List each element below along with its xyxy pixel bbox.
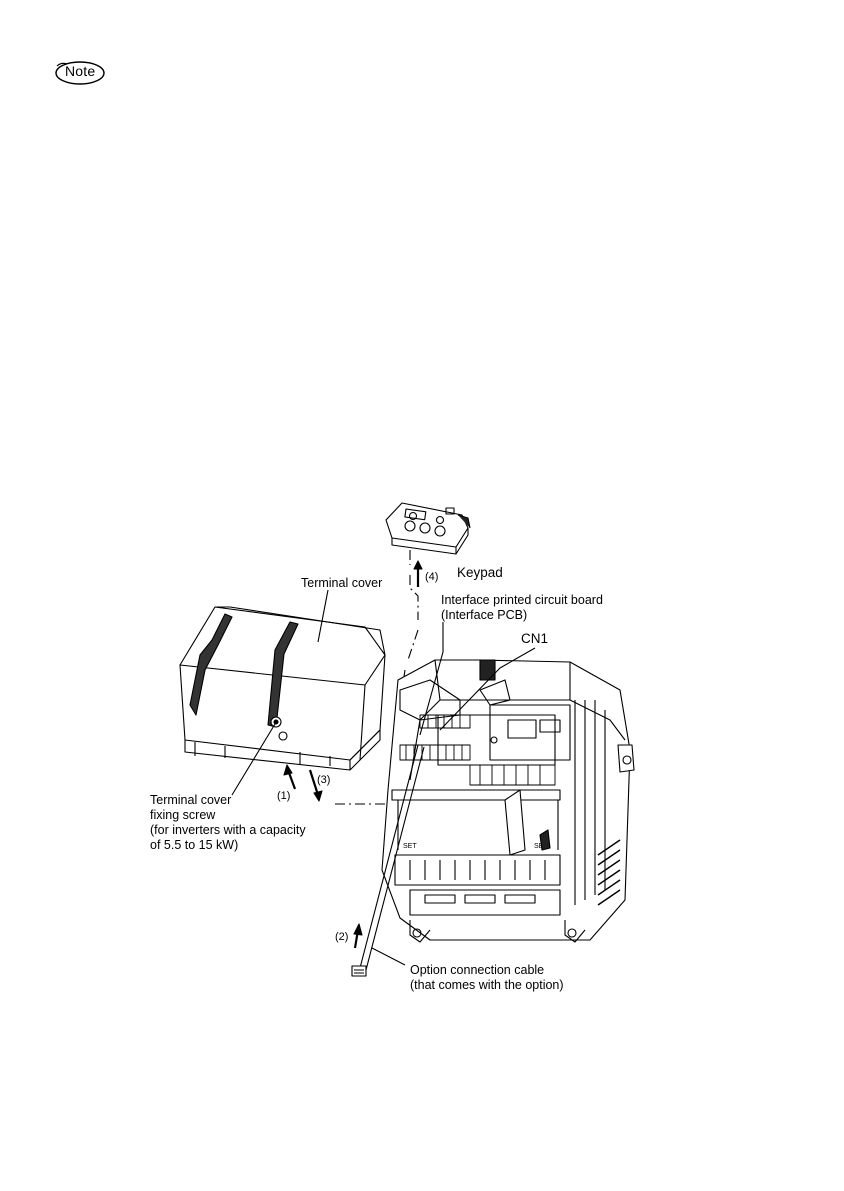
cn1-label: CN1 <box>521 632 548 646</box>
screw-label-line3: (for inverters with a capacity <box>150 823 306 837</box>
interface-pcb-label-line1: Interface printed circuit board <box>441 593 603 607</box>
screw-label-line4: of 5.5 to 15 kW) <box>150 838 238 852</box>
keypad-drawing <box>386 503 470 554</box>
terminal-cover-drawing <box>180 607 385 770</box>
keypad-label: Keypad <box>457 566 503 580</box>
step-4-label: (4) <box>425 570 438 584</box>
terminal-cover-label: Terminal cover <box>301 576 382 590</box>
svg-text:SET: SET <box>403 843 417 850</box>
interface-pcb-label-line2: (Interface PCB) <box>441 608 527 622</box>
step-2-label: (2) <box>335 930 348 944</box>
screw-label-line2: fixing screw <box>150 808 215 822</box>
step-3-label: (3) <box>317 773 330 787</box>
screw-label-line1: Terminal cover <box>150 793 231 807</box>
cable-label-line2: (that comes with the option) <box>410 978 564 992</box>
inverter-body-drawing: SET SET <box>382 660 634 942</box>
step-1-label: (1) <box>277 789 290 803</box>
cable-label-line1: Option connection cable <box>410 963 544 977</box>
